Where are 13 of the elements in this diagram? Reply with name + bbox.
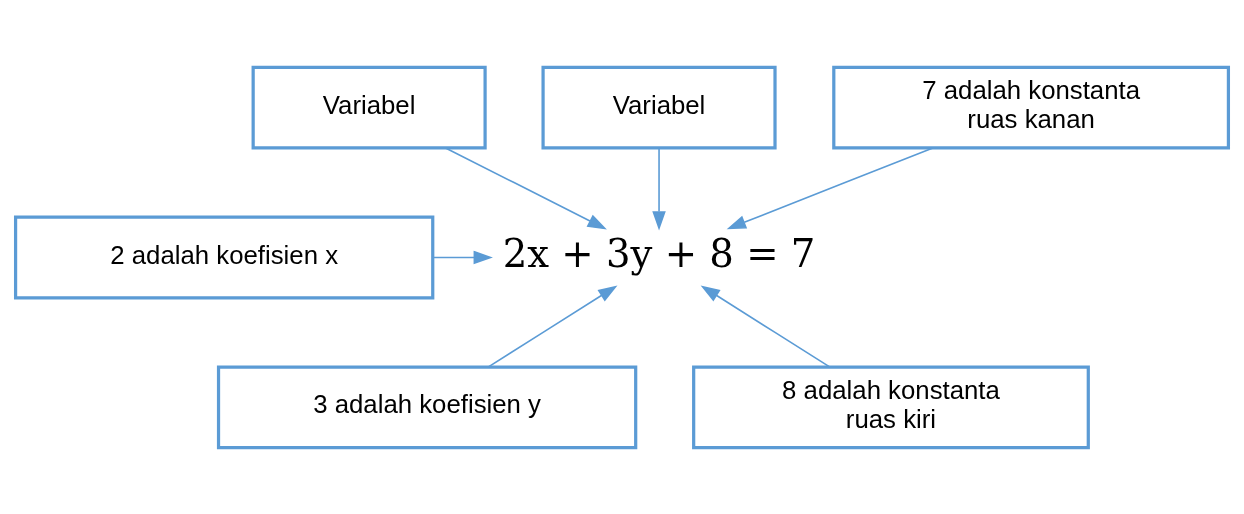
node-box: Variabel bbox=[251, 65, 487, 150]
arrow bbox=[487, 284, 618, 368]
node-box: Variabel bbox=[541, 65, 777, 150]
node-box: 7 adalah konstanta ruas kanan bbox=[832, 65, 1230, 150]
arrow bbox=[700, 284, 831, 368]
arrow bbox=[432, 250, 493, 264]
arrow bbox=[445, 146, 607, 230]
arrow bbox=[726, 146, 934, 229]
node-box: 3 adalah koefisien y bbox=[216, 364, 638, 449]
arrow bbox=[652, 147, 666, 231]
node-box: 8 adalah konstanta ruas kiri bbox=[692, 364, 1090, 449]
node-box: 2 adalah koefisien x bbox=[14, 215, 435, 299]
node-text: 2x + 3y + 8 = 7 bbox=[502, 230, 816, 276]
